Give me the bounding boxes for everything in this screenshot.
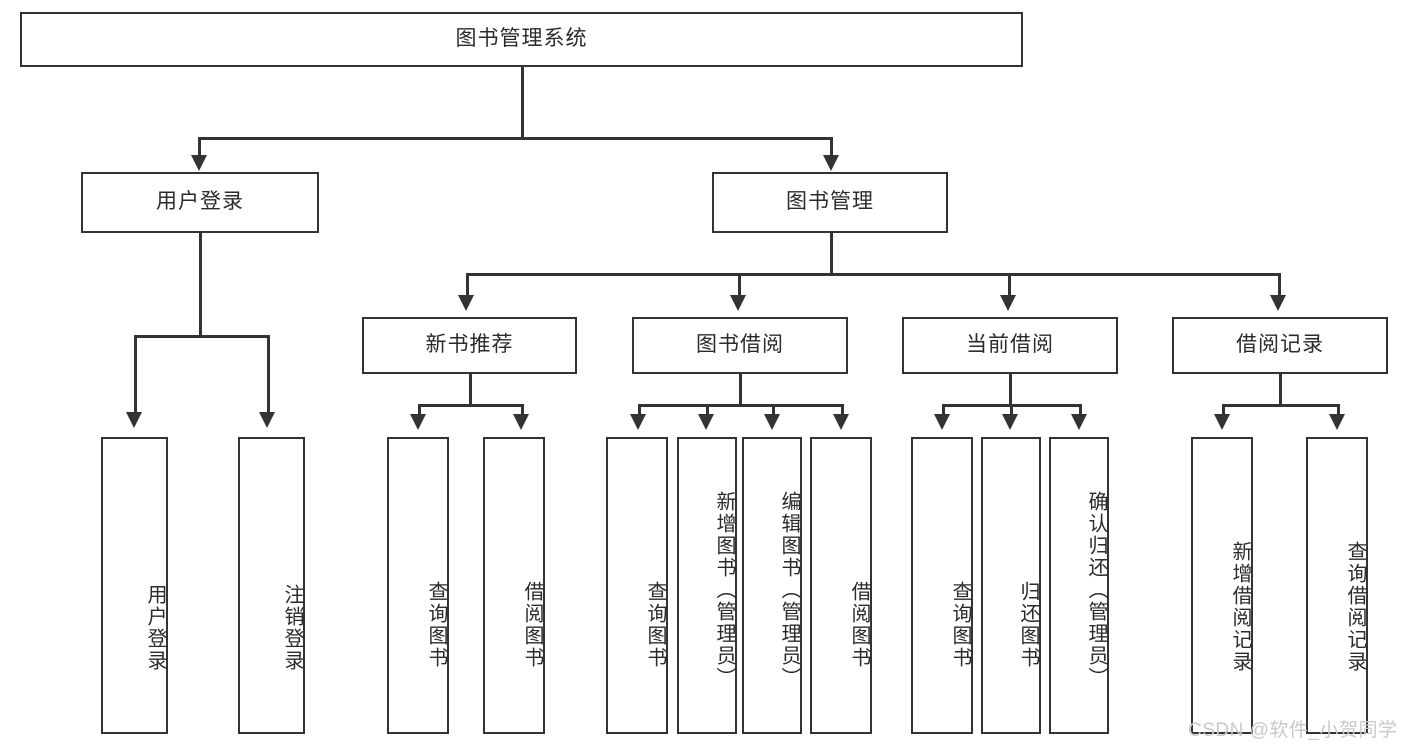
edge-book-management-stem [830,233,833,275]
arrow-bb-leaf-1 [630,414,646,430]
leaf-query-book-2[interactable]: 查询图书 [606,437,668,734]
edge-cb-drop-2 [1010,404,1013,418]
edge-bm-drop-4 [1278,273,1281,299]
leaf-edit-book-label: 编辑图书（管理员） [778,490,800,689]
leaf-confirm-return-label: 确认归还（管理员） [1085,490,1107,689]
leaf-user-login-label: 用户登录 [144,584,166,672]
edge-root-to-book-management [830,137,833,161]
arrow-user-login-leaf-2 [259,412,275,428]
edge-root-stem [521,67,524,139]
leaf-add-book[interactable]: 新增图书（管理员） [677,437,737,734]
leaf-return-book-label: 归还图书 [1017,580,1039,669]
edge-bb-drop-2 [706,404,709,418]
leaf-logout[interactable]: 注销登录 [238,437,305,734]
arrow-bm-to-current-borrow [1000,295,1016,311]
arrow-cb-leaf-3 [1071,414,1087,430]
arrow-bm-to-borrow-record [1270,295,1286,311]
edge-user-login-drop-1 [134,335,137,417]
leaf-query-record[interactable]: 查询借阅记录 [1306,437,1368,734]
arrow-bm-to-book-borrow [730,295,746,311]
edge-cb-drop-1 [942,404,945,418]
edge-bb-bus [638,404,843,407]
edge-cb-drop-3 [1079,404,1082,418]
arrow-bb-leaf-4 [833,414,849,430]
watermark-text: CSDN @软件_小贺同学 [1188,720,1398,741]
arrow-root-to-user-login [191,155,207,171]
edge-bb-drop-1 [638,404,641,418]
arrow-nbr-leaf-1 [410,414,426,430]
node-user-login-label: 用户登录 [156,190,244,214]
leaf-query-book-3-label: 查询图书 [949,580,971,669]
leaf-query-book-2-label: 查询图书 [644,580,666,669]
leaf-edit-book[interactable]: 编辑图书（管理员） [742,437,802,734]
edge-bb-drop-4 [841,404,844,418]
edge-br-stem [1279,374,1282,406]
node-root[interactable]: 图书管理系统 [20,12,1023,67]
node-book-management[interactable]: 图书管理 [712,172,948,233]
node-book-borrow-label: 图书借阅 [696,333,784,357]
edge-root-to-user-login [198,137,201,161]
node-book-management-label: 图书管理 [786,190,874,214]
node-borrow-record-label: 借阅记录 [1236,333,1324,357]
leaf-confirm-return[interactable]: 确认归还（管理员） [1049,437,1109,734]
leaf-query-book-1[interactable]: 查询图书 [387,437,449,734]
leaf-add-record[interactable]: 新增借阅记录 [1191,437,1253,734]
edge-br-bus [1222,404,1337,407]
leaf-query-book-1-label: 查询图书 [425,580,447,669]
edge-user-login-bus [134,335,269,338]
arrow-bm-to-new-book-recommend [458,295,474,311]
edge-user-login-drop-2 [267,335,270,417]
node-root-label: 图书管理系统 [455,27,588,51]
leaf-borrow-book-2-label: 借阅图书 [848,580,870,669]
edge-bm-drop-1 [466,273,469,299]
edge-bm-drop-2 [738,273,741,299]
leaf-add-book-label: 新增图书（管理员） [713,490,735,689]
arrow-cb-leaf-1 [934,414,950,430]
leaf-query-record-label: 查询借阅记录 [1344,540,1366,673]
node-new-book-recommend-label: 新书推荐 [425,333,514,357]
edge-br-drop-1 [1222,404,1225,418]
edge-br-drop-2 [1337,404,1340,418]
arrow-nbr-leaf-2 [513,414,529,430]
leaf-borrow-book-2[interactable]: 借阅图书 [810,437,872,734]
leaf-query-book-3[interactable]: 查询图书 [911,437,973,734]
edge-cb-stem [1009,374,1012,406]
edge-nbr-bus [418,404,521,407]
arrow-root-to-book-management [823,155,839,171]
node-current-borrow-label: 当前借阅 [966,333,1054,357]
leaf-user-login[interactable]: 用户登录 [101,437,168,734]
leaf-logout-label: 注销登录 [281,584,303,672]
edge-nbr-drop-2 [521,404,524,418]
leaf-return-book[interactable]: 归还图书 [981,437,1041,734]
edge-book-management-bus [466,273,1278,276]
leaf-add-record-label: 新增借阅记录 [1229,540,1251,673]
node-new-book-recommend[interactable]: 新书推荐 [362,317,577,374]
arrow-bb-leaf-2 [698,414,714,430]
arrow-user-login-leaf-1 [126,412,142,428]
edge-nbr-stem [469,374,472,406]
arrow-cb-leaf-2 [1002,414,1018,430]
edge-bb-stem [739,374,742,406]
leaf-borrow-book-1[interactable]: 借阅图书 [483,437,545,734]
node-book-borrow[interactable]: 图书借阅 [632,317,848,374]
edge-bb-drop-3 [772,404,775,418]
arrow-bb-leaf-3 [764,414,780,430]
edge-nbr-drop-1 [418,404,421,418]
leaf-borrow-book-1-label: 借阅图书 [521,580,543,669]
edge-root-bus [198,137,832,140]
arrow-br-leaf-2 [1329,414,1345,430]
node-current-borrow[interactable]: 当前借阅 [902,317,1118,374]
node-borrow-record[interactable]: 借阅记录 [1172,317,1388,374]
edge-user-login-stem [199,233,202,337]
edge-bm-drop-3 [1008,273,1011,299]
node-user-login[interactable]: 用户登录 [81,172,319,233]
arrow-br-leaf-1 [1214,414,1230,430]
